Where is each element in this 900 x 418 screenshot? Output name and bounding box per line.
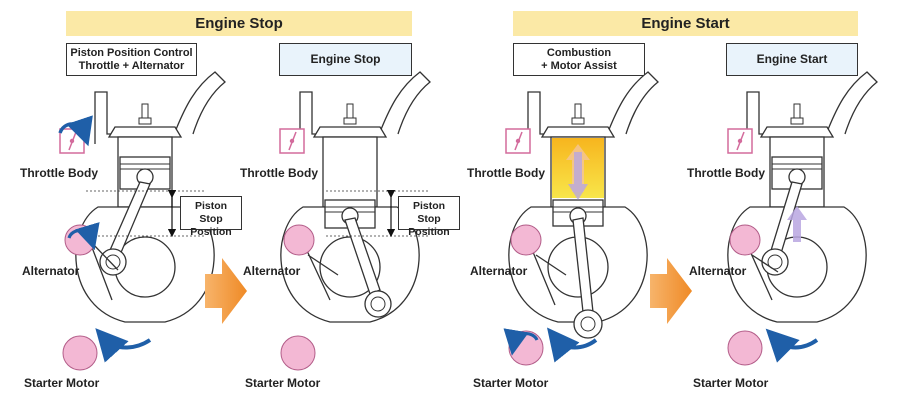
stage3-engine [508, 71, 659, 339]
stage-arrow-1 [205, 258, 247, 324]
stage-arrow-2 [650, 258, 692, 324]
stage3-alternator [510, 224, 542, 256]
stage2-alternator [283, 224, 315, 256]
caption-line: + Motor Assist [541, 59, 617, 72]
stage2-engine [280, 71, 431, 323]
starter-motor-label: Starter Motor [693, 376, 769, 390]
throttle-body-label: Throttle Body [687, 166, 765, 180]
starter-motor-label: Starter Motor [24, 376, 100, 390]
stage1-starter-motor [62, 335, 98, 371]
piston-stop-position-box-2: Piston Stop Position [398, 196, 460, 238]
stage3-throttle-icon [505, 128, 531, 154]
stage1-throttle-arrow [58, 115, 93, 147]
piston-stop-line: Position [408, 226, 450, 238]
starter-motor-label: Starter Motor [245, 376, 321, 390]
piston-stop-position-box-1: Piston Stop Position [180, 196, 242, 238]
caption-line: Engine Start [756, 52, 828, 66]
stage4-throttle-icon [727, 128, 753, 154]
stage4-alternator [729, 224, 761, 256]
alternator-label: Alternator [470, 264, 528, 278]
stage2-throttle-icon [279, 128, 305, 154]
piston-position-control-caption: Piston Position Control Throttle + Alter… [66, 43, 197, 76]
caption-line: Combustion [546, 46, 612, 59]
starter-motor-label: Starter Motor [473, 376, 549, 390]
engine-start-banner: Engine Start [513, 11, 858, 36]
throttle-body-label: Throttle Body [467, 166, 545, 180]
stage1-engine [75, 71, 226, 323]
engine-start-caption: Engine Start [726, 43, 858, 76]
stage3-starter-motor [508, 330, 544, 366]
piston-stop-line: Piston Stop [412, 200, 446, 225]
caption-line: Engine Stop [310, 52, 381, 66]
caption-line: Throttle + Alternator [78, 59, 185, 72]
stage2-starter-motor [280, 335, 316, 371]
caption-line: Piston Position Control [70, 46, 193, 59]
combustion-motor-assist-caption: Combustion + Motor Assist [513, 43, 645, 76]
throttle-body-label: Throttle Body [240, 166, 318, 180]
piston-stop-line: Piston Stop [194, 200, 228, 225]
engine-stop-caption: Engine Stop [279, 43, 412, 76]
alternator-label: Alternator [243, 264, 301, 278]
stage4-starter-motor [727, 330, 763, 366]
engine-stop-banner: Engine Stop [66, 11, 412, 36]
alternator-label: Alternator [22, 264, 80, 278]
alternator-label: Alternator [689, 264, 747, 278]
piston-stop-line: Position [190, 226, 232, 238]
stage1-throttle-icon [59, 128, 85, 154]
throttle-body-label: Throttle Body [20, 166, 98, 180]
stage4-engine [727, 71, 878, 323]
